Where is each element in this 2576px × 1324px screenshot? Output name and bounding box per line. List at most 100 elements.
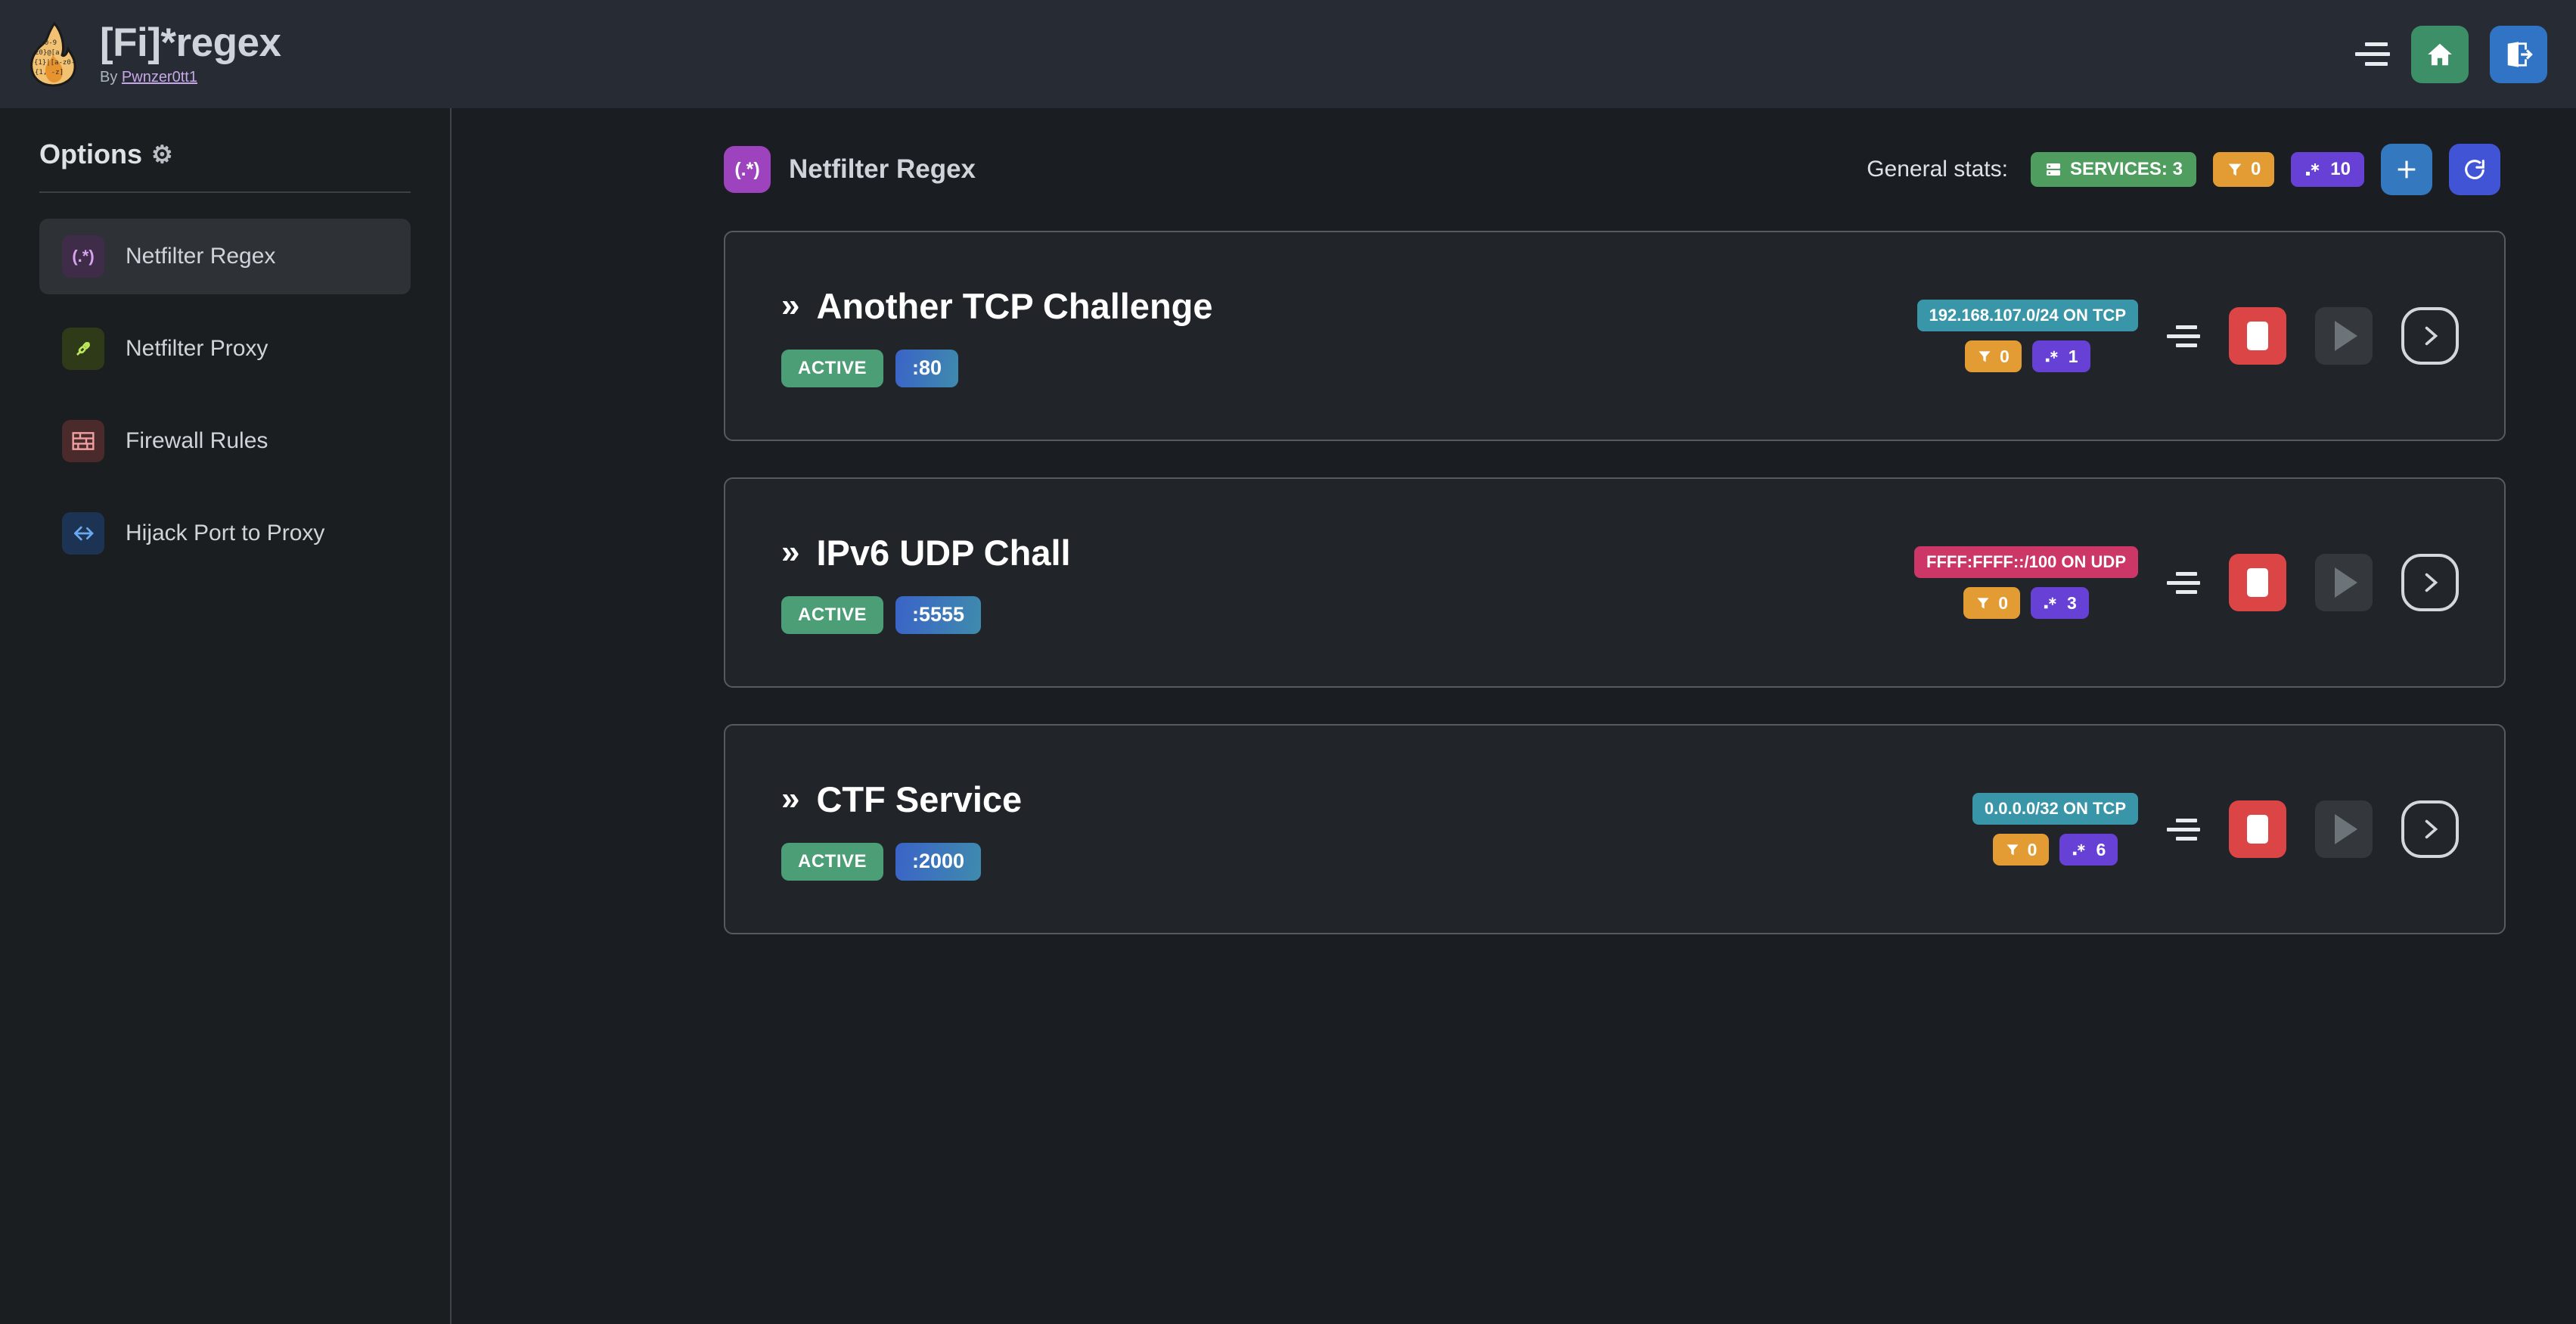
stat-label: 10 bbox=[2330, 159, 2351, 179]
service-counters: 0 1 bbox=[1964, 340, 2090, 372]
service-details-button[interactable] bbox=[2401, 800, 2459, 858]
logout-button[interactable] bbox=[2490, 25, 2547, 83]
regex-icon bbox=[2044, 597, 2056, 609]
regex-icon bbox=[2306, 163, 2320, 176]
service-network-stats: FFFF:FFFF::/100 ON UDP 0 3 bbox=[1914, 546, 2138, 619]
service-actions: 192.168.107.0/24 ON TCP 0 1 bbox=[1916, 300, 2459, 372]
counter-value: 0 bbox=[2027, 839, 2038, 859]
play-icon bbox=[2335, 814, 2357, 844]
service-filters-count: 0 bbox=[1964, 340, 2022, 372]
counter-value: 6 bbox=[2096, 839, 2106, 859]
network-badge: FFFF:FFFF::/100 ON UDP bbox=[1914, 546, 2138, 578]
status-badge: ACTIVE bbox=[781, 595, 884, 634]
stop-service-button[interactable] bbox=[2229, 554, 2286, 611]
plus-icon bbox=[2398, 160, 2416, 179]
sidebar-item-netfilter-regex[interactable]: (.*) Netfilter Regex bbox=[39, 219, 411, 294]
counter-value: 1 bbox=[2068, 346, 2078, 366]
service-title: » IPv6 UDP Chall bbox=[781, 532, 1071, 573]
regex-icon bbox=[2045, 350, 2058, 362]
filter-icon bbox=[2006, 844, 2019, 856]
service-regexes-count: 6 bbox=[2059, 834, 2118, 866]
service-badges: ACTIVE :5555 bbox=[781, 595, 1071, 634]
service-details-button[interactable] bbox=[2401, 554, 2459, 611]
stop-service-button[interactable] bbox=[2229, 307, 2286, 365]
regex-icon: (.*) bbox=[62, 235, 104, 278]
stat-services-count: SERVICES: 3 bbox=[2030, 152, 2196, 187]
main-content: (.*) Netfilter Regex General stats: SERV… bbox=[453, 108, 2576, 1324]
start-service-button[interactable] bbox=[2315, 307, 2373, 365]
sidebar-item-label: Netfilter Proxy bbox=[126, 336, 268, 361]
service-details-button[interactable] bbox=[2401, 307, 2459, 365]
service-list: » Another TCP Challenge ACTIVE :80 192.1… bbox=[498, 231, 2531, 934]
filter-icon bbox=[1977, 598, 1989, 609]
sidebar-item-netfilter-proxy[interactable]: Netfilter Proxy bbox=[39, 311, 411, 387]
stat-regexes-count: 10 bbox=[2291, 152, 2364, 187]
port-badge: :5555 bbox=[895, 595, 982, 634]
start-service-button[interactable] bbox=[2315, 554, 2373, 611]
service-card[interactable]: » IPv6 UDP Chall ACTIVE :5555 FFFF:FFFF:… bbox=[724, 477, 2506, 688]
service-network-stats: 192.168.107.0/24 ON TCP 0 1 bbox=[1916, 300, 2138, 372]
regex-icon bbox=[2073, 844, 2086, 856]
fork-arrow-icon bbox=[62, 512, 104, 555]
network-badge: 0.0.0.0/32 ON TCP bbox=[1972, 793, 2138, 825]
page-header: (.*) Netfilter Regex General stats: SERV… bbox=[498, 140, 2531, 199]
service-actions: 0.0.0.0/32 ON TCP 0 6 bbox=[1972, 793, 2459, 866]
service-info: » Another TCP Challenge ACTIVE :80 bbox=[781, 285, 1213, 387]
sidebar-heading-label: Options bbox=[39, 138, 142, 169]
stat-filters-count: 0 bbox=[2212, 152, 2275, 187]
general-stats-label: General stats: bbox=[1867, 157, 2008, 182]
chevron-right-icon bbox=[2425, 573, 2438, 592]
play-icon bbox=[2335, 321, 2357, 351]
by-prefix: By bbox=[100, 68, 122, 85]
service-filters-count: 0 bbox=[1992, 834, 2050, 866]
service-name: IPv6 UDP Chall bbox=[816, 532, 1071, 573]
counter-value: 0 bbox=[1998, 592, 2008, 613]
sidebar-item-firewall-rules[interactable]: Firewall Rules bbox=[39, 403, 411, 479]
app-author: By Pwnzer0tt1 bbox=[100, 69, 281, 86]
play-icon bbox=[2335, 567, 2357, 598]
service-badges: ACTIVE :80 bbox=[781, 349, 1213, 387]
service-menu-icon[interactable] bbox=[2167, 322, 2200, 350]
top-bar-actions bbox=[2355, 25, 2547, 83]
menu-icon[interactable] bbox=[2355, 39, 2390, 70]
sidebar: Options ⚙ (.*) Netfilter Regex Netfilter… bbox=[0, 108, 452, 1324]
service-actions: FFFF:FFFF::/100 ON UDP 0 3 bbox=[1914, 546, 2459, 619]
service-card[interactable]: » CTF Service ACTIVE :2000 0.0.0.0/32 ON… bbox=[724, 724, 2506, 934]
sidebar-items: (.*) Netfilter Regex Netfilter Proxy Fir… bbox=[0, 219, 450, 571]
filter-icon bbox=[1979, 351, 1991, 362]
service-menu-icon[interactable] bbox=[2167, 815, 2200, 844]
top-bar: -z0-9 20}@[a {1}|[a-z0-9] {1, -z] [Fi]*r… bbox=[0, 0, 2576, 108]
double-chevron-icon: » bbox=[781, 533, 800, 570]
service-filters-count: 0 bbox=[1963, 587, 2020, 619]
sidebar-item-hijack-port-to-proxy[interactable]: Hijack Port to Proxy bbox=[39, 496, 411, 571]
stop-icon bbox=[2247, 568, 2268, 597]
author-link[interactable]: Pwnzer0tt1 bbox=[121, 68, 197, 85]
service-menu-icon[interactable] bbox=[2167, 568, 2200, 597]
service-regexes-count: 1 bbox=[2031, 340, 2090, 372]
counter-value: 3 bbox=[2067, 592, 2077, 613]
general-stats: General stats: SERVICES: 3 0 bbox=[1867, 144, 2500, 195]
service-name: CTF Service bbox=[816, 779, 1023, 819]
chevron-right-icon bbox=[2425, 819, 2438, 839]
service-title: » Another TCP Challenge bbox=[781, 285, 1213, 327]
flame-regex-logo: -z0-9 20}@[a {1}|[a-z0-9] {1, -z] bbox=[26, 21, 83, 87]
stop-service-button[interactable] bbox=[2229, 800, 2286, 858]
service-name: Another TCP Challenge bbox=[816, 285, 1213, 326]
add-service-button[interactable] bbox=[2381, 144, 2432, 195]
home-button[interactable] bbox=[2411, 25, 2469, 83]
service-badges: ACTIVE :2000 bbox=[781, 842, 1022, 881]
refresh-button[interactable] bbox=[2449, 144, 2500, 195]
sidebar-item-label: Firewall Rules bbox=[126, 428, 268, 453]
service-title: » CTF Service bbox=[781, 779, 1022, 820]
regex-icon: (.*) bbox=[724, 146, 771, 193]
sidebar-heading: Options ⚙ bbox=[0, 138, 450, 170]
home-icon bbox=[2428, 43, 2452, 65]
logout-icon bbox=[2507, 41, 2533, 67]
start-service-button[interactable] bbox=[2315, 800, 2373, 858]
service-info: » CTF Service ACTIVE :2000 bbox=[781, 779, 1022, 881]
port-badge: :80 bbox=[895, 349, 959, 387]
filter-icon bbox=[2228, 163, 2242, 176]
sidebar-item-label: Hijack Port to Proxy bbox=[126, 521, 325, 545]
service-counters: 0 6 bbox=[1992, 834, 2118, 866]
service-card[interactable]: » Another TCP Challenge ACTIVE :80 192.1… bbox=[724, 231, 2506, 441]
